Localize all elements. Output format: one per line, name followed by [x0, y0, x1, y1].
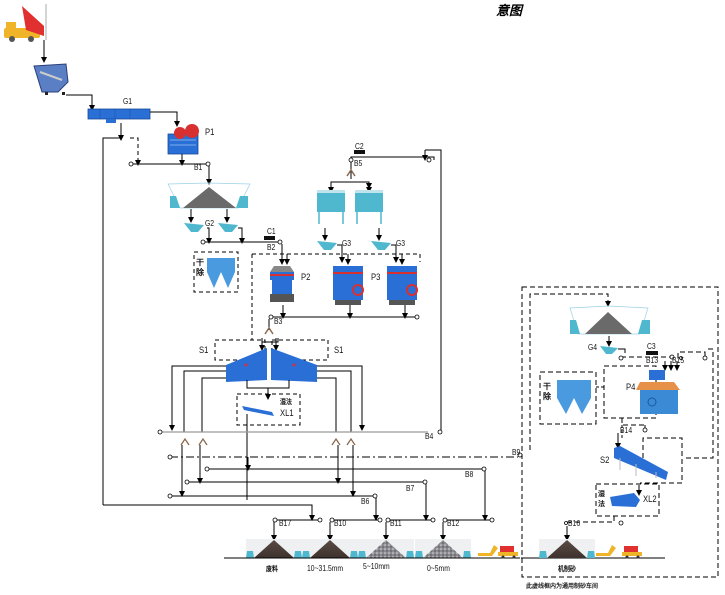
label-b12: B12 — [447, 519, 460, 528]
diagram-title: 意图 — [496, 4, 523, 19]
label-b5: B5 — [354, 159, 363, 168]
scale-c3-icon — [646, 351, 658, 355]
label-b7: B7 — [406, 484, 415, 493]
label-c3: C3 — [647, 342, 656, 351]
sand-maker-p4-icon — [636, 370, 680, 414]
label-xl1-wash: 湿法 — [280, 399, 292, 406]
cone-crusher-p3-right-icon — [387, 266, 418, 305]
sand-washer-xl2-icon — [610, 493, 640, 507]
splitter-b3-icon — [264, 326, 274, 335]
label-b13: B13 — [646, 356, 659, 365]
stockpile-sand-icon — [569, 305, 650, 335]
label-s2: S2 — [600, 455, 610, 465]
label-b15: B15 — [672, 356, 685, 365]
sand-workshop-box — [521, 286, 719, 578]
cone-crusher-p2-icon — [270, 266, 294, 302]
label-g4: G4 — [588, 343, 598, 352]
label-b10: B10 — [334, 519, 347, 528]
stockpile-primary-icon — [167, 182, 251, 209]
feeder-g2-left-icon — [184, 223, 204, 232]
label-xl1: XL1 — [280, 408, 294, 418]
label-s1-right: S1 — [334, 345, 344, 355]
vibrating-screen-s1-right-icon — [271, 348, 317, 382]
dust-collector-left-icon — [207, 258, 235, 288]
label-g3-right: G3 — [396, 239, 406, 248]
label-b8: B8 — [465, 470, 474, 479]
sand-product-label: 机制砂 — [558, 566, 576, 573]
label-p2: P2 — [301, 272, 311, 282]
product-belts — [271, 517, 495, 541]
product-pile-4 — [415, 539, 471, 558]
label-g2: G2 — [205, 219, 215, 228]
label-b3: B3 — [274, 317, 283, 326]
splitters-b4-icon — [180, 437, 356, 446]
feeder-g2-right-icon — [218, 223, 238, 232]
sand-washer-xl1-icon — [242, 406, 274, 416]
dust-collector-left-label: 干除 — [196, 258, 204, 277]
truck-icon — [498, 546, 518, 559]
sand-pile — [539, 539, 595, 558]
label-p1: P1 — [205, 127, 215, 137]
label-p3: P3 — [371, 272, 381, 282]
scale-c1-icon — [264, 236, 275, 240]
product-label-10-31: 10~31.5mm — [307, 564, 344, 573]
label-b14: B14 — [620, 426, 633, 435]
label-b2: B2 — [267, 243, 276, 252]
feeder-g3-left-icon — [317, 241, 337, 250]
splitter-icon — [346, 168, 356, 177]
dump-truck-icon — [4, 6, 44, 42]
label-b16: B16 — [568, 519, 581, 528]
truck-right-icon — [622, 546, 642, 559]
label-c2: C2 — [355, 142, 364, 151]
feeder-g3-right-icon — [371, 241, 391, 250]
vibrating-feeder-hopper-icon — [33, 63, 69, 95]
label-xl2: XL2 — [643, 494, 657, 504]
vibrating-screen-s1-left-icon — [226, 348, 267, 382]
sand-workshop-caption: 此虚线框内为通用制砂车间 — [526, 583, 599, 590]
label-s1-left: S1 — [199, 345, 209, 355]
label-b9: B9 — [512, 448, 521, 457]
label-b17: B17 — [279, 519, 292, 528]
product-label-0-5: 0~5mm — [427, 564, 450, 573]
label-xl2-wash: 湿法 — [598, 490, 605, 508]
silo-right-icon — [355, 190, 383, 224]
sand-product-pile — [539, 539, 595, 558]
label-b1: B1 — [194, 163, 203, 172]
dust-collector-right-label: 干除 — [543, 382, 551, 401]
product-pile-2 — [302, 539, 358, 558]
jaw-crusher-p1-icon — [167, 124, 199, 155]
product-label-waste: 废料 — [266, 566, 278, 573]
loader-right-icon — [596, 545, 616, 556]
vibrating-screen-s2-icon — [614, 446, 668, 480]
label-g1: G1 — [123, 97, 133, 106]
label-b11: B11 — [390, 519, 402, 528]
label-c1: C1 — [267, 227, 276, 236]
label-b6: B6 — [361, 497, 370, 506]
cone-crusher-p3-left-icon — [333, 266, 364, 305]
silo-left-icon — [317, 190, 345, 224]
feeder-g4-icon — [600, 346, 618, 354]
label-g3-left: G3 — [342, 239, 352, 248]
dust-collector-right-box — [539, 371, 597, 425]
product-pile-1 — [246, 539, 302, 558]
dust-collector-right-icon — [557, 380, 591, 414]
dust-collector-left-box — [193, 251, 239, 293]
loader-icon — [478, 545, 498, 556]
scale-c2-icon — [354, 150, 365, 154]
feeder-g1-icon — [87, 108, 151, 123]
product-pile-3 — [358, 539, 414, 558]
product-piles — [246, 539, 471, 558]
product-label-5-10: 5~10mm — [363, 562, 390, 571]
label-b4: B4 — [425, 432, 434, 441]
label-p4: P4 — [626, 382, 636, 392]
